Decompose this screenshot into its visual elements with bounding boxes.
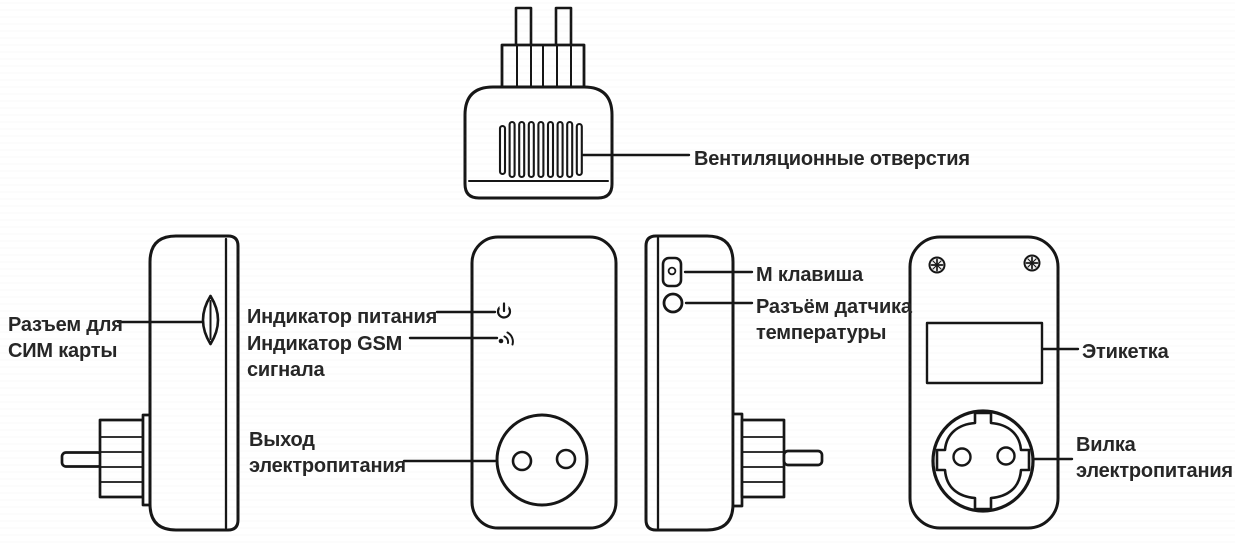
power-icon xyxy=(496,302,512,319)
gsm-signal-icon xyxy=(498,331,514,346)
label-sim-slot: Разъем для СИМ карты xyxy=(8,314,123,362)
m-key-button[interactable] xyxy=(661,256,683,288)
label-power-plug: Вилка электропитания xyxy=(1076,434,1233,482)
right-side-view xyxy=(644,234,824,532)
label-sticker: Этикетка xyxy=(1082,341,1169,363)
plug-pin-hole xyxy=(952,447,972,467)
label-temp-sensor-jack: Разъём датчика температуры xyxy=(756,296,912,344)
ventilation-slots xyxy=(498,120,583,179)
label-m-key: М клавиша xyxy=(756,264,863,286)
left-side-view xyxy=(60,234,240,532)
plug-cylinder xyxy=(98,418,145,499)
plug-pin xyxy=(782,449,824,467)
label-ventilation-holes: Вентиляционные отверстия xyxy=(694,148,970,170)
temperature-sensor-jack[interactable] xyxy=(662,292,684,314)
side-body xyxy=(148,234,240,532)
label-gsm-indicator: Индикатор GSM сигнала xyxy=(247,333,403,381)
power-output-socket[interactable] xyxy=(495,413,589,507)
label-power-output: Выход электропитания xyxy=(249,429,406,477)
plug-collar xyxy=(500,43,586,91)
plug-cylinder xyxy=(740,418,786,499)
sticker-plate xyxy=(925,321,1044,385)
sim-slot-icon[interactable] xyxy=(201,294,220,346)
back-view xyxy=(908,235,1060,530)
top-view xyxy=(463,6,614,200)
label-power-indicator: Индикатор питания xyxy=(247,306,438,328)
front-view xyxy=(470,235,618,530)
plug-pin-hole xyxy=(996,446,1016,466)
front-body xyxy=(470,235,618,530)
screw-icon xyxy=(928,256,946,274)
plug-pin xyxy=(60,451,104,468)
wall-plug-right xyxy=(731,412,824,508)
schuko-plug-face xyxy=(931,409,1035,513)
screw-icon xyxy=(1023,254,1041,272)
leader-lines xyxy=(116,153,1080,463)
wall-plug-left xyxy=(60,413,154,507)
plug-pins xyxy=(514,6,573,50)
